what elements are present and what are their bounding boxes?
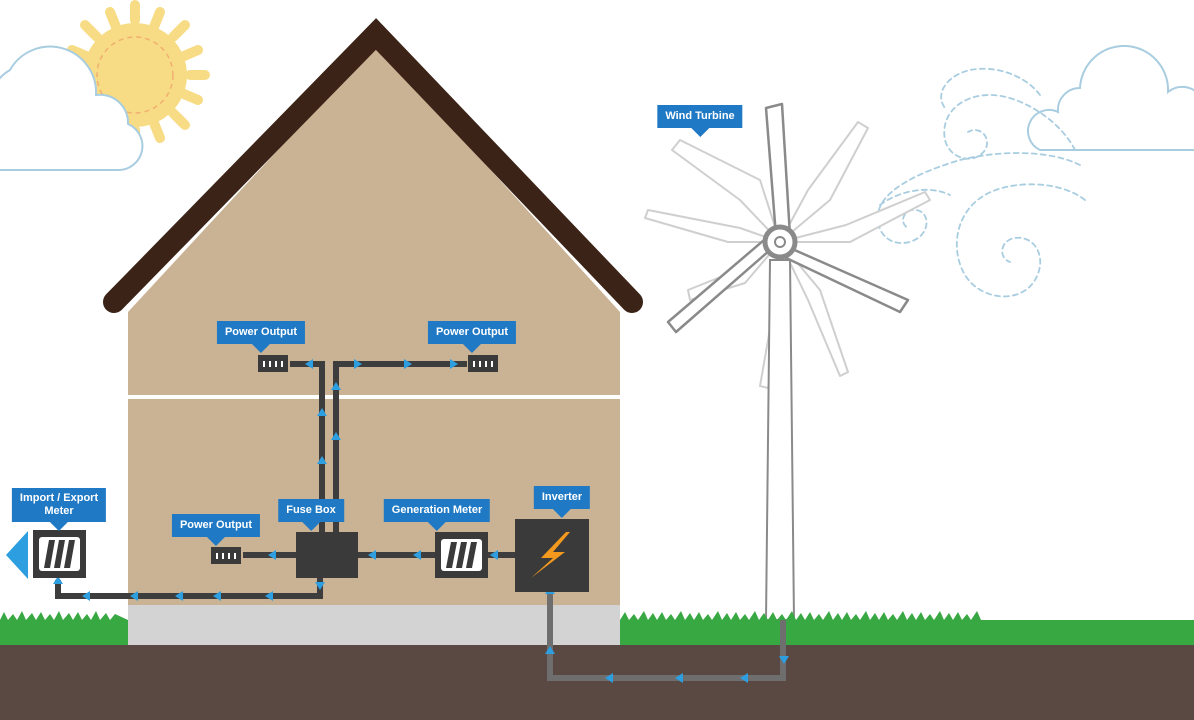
label-power-output-right: Power Output [427, 321, 517, 353]
power-outlet-icon [258, 355, 288, 372]
meter-icon [435, 532, 488, 578]
fuse-box [296, 532, 358, 578]
foundation [128, 605, 620, 645]
power-outlet-icon [211, 547, 241, 564]
sun-icon [60, 0, 210, 155]
label-inverter: Inverter [533, 486, 591, 518]
label-import-export-meter: Import / Export Meter [11, 488, 107, 531]
roof [103, 18, 643, 313]
label-import-export-line1: Import / Export [19, 492, 99, 504]
house [103, 18, 643, 645]
meter-icon [33, 530, 86, 578]
lightning-bolt-icon [531, 532, 570, 578]
ground [0, 611, 1194, 720]
export-arrow-icon [6, 531, 28, 579]
label-power-output-left: Power Output [216, 321, 306, 353]
wind-turbine-icon [644, 102, 931, 621]
label-fuse-box: Fuse Box [278, 499, 344, 531]
underground-cable [547, 592, 786, 681]
cloud-icon [0, 45, 144, 172]
label-power-output-lower: Power Output [171, 514, 261, 546]
cloud-icon [1027, 45, 1194, 151]
wind-swirl-icon [877, 67, 1086, 298]
power-outlet-icon [468, 355, 498, 372]
label-import-export-line2: Meter [44, 505, 74, 517]
inverter [515, 519, 589, 592]
label-wind-turbine: Wind Turbine [657, 105, 743, 137]
label-generation-meter: Generation Meter [383, 499, 491, 531]
